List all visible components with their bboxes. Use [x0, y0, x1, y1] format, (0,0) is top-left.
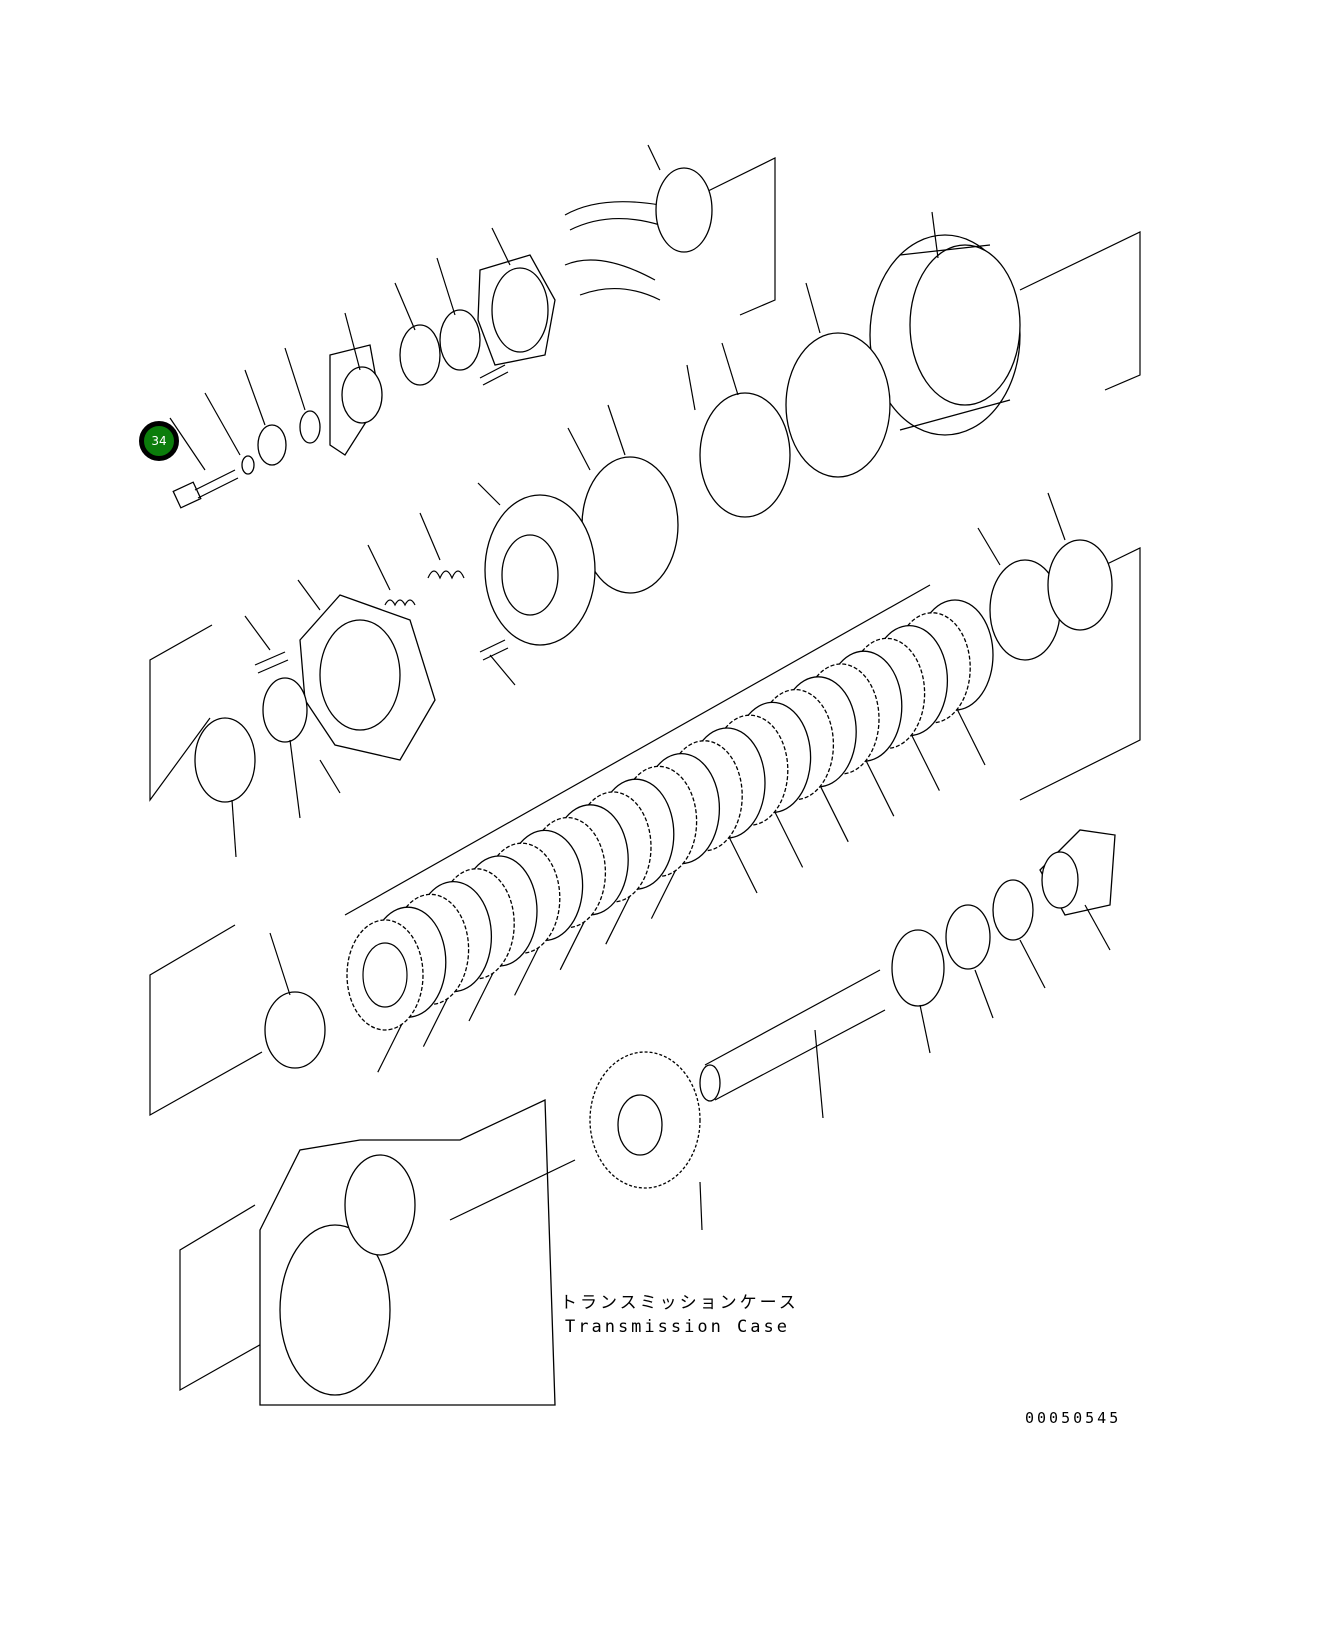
bearing-ring [439, 309, 481, 371]
yoke-lower [1039, 829, 1116, 916]
snap-springs [564, 201, 661, 301]
piston [484, 494, 596, 646]
carrier-housing [299, 594, 436, 761]
leader-line [726, 832, 758, 894]
case-label-en: Transmission Case [565, 1317, 790, 1337]
sleeve-ring [699, 392, 791, 518]
bearing [194, 717, 256, 803]
large-ring [785, 332, 891, 478]
group-bracket-left [149, 624, 213, 802]
bolt-housing [254, 651, 289, 674]
group-bracket-clutch-left [149, 924, 263, 1117]
clutch-disc-bore [362, 942, 408, 1008]
leader-line [772, 807, 804, 868]
seal-lower [992, 879, 1034, 941]
callout-number: 34 [151, 434, 167, 448]
washer [241, 455, 255, 475]
leader-line [863, 755, 895, 817]
spline-hub [264, 991, 326, 1069]
clutch-housing [869, 234, 1021, 436]
bolt [172, 469, 239, 509]
pin [479, 639, 509, 661]
large-o-ring [655, 167, 713, 253]
leader-lines [169, 144, 1111, 1231]
spacer [945, 904, 991, 970]
cylinder-ring [581, 456, 679, 594]
group-bracket-top [699, 157, 776, 316]
group-bracket-housing [1019, 231, 1141, 391]
bearing-lower [891, 929, 945, 1007]
drawing-number: 00050545 [1025, 1409, 1122, 1427]
seal [399, 324, 441, 386]
output-shaft [699, 969, 886, 1102]
leader-line [908, 730, 940, 791]
case-label-jp: トランスミッションケース [560, 1293, 799, 1313]
clutch-disc [346, 919, 424, 1031]
yoke-coupling [329, 344, 383, 456]
transmission-case [259, 1098, 556, 1406]
leader-line [954, 704, 986, 766]
springs [384, 570, 465, 607]
group-bracket-clutch-right [1019, 547, 1141, 801]
gear [589, 1051, 701, 1189]
o-ring [299, 410, 321, 444]
plate-washer [257, 424, 287, 466]
callout-badge-34[interactable]: 34 [139, 421, 179, 461]
group-bracket-case [179, 1204, 296, 1392]
leader-line [817, 781, 849, 843]
bolt-small [479, 364, 509, 386]
clutch-disc-pack [346, 599, 994, 1073]
snap-ring [1047, 539, 1113, 631]
clutch-group-line [344, 584, 931, 916]
retainer-cage [477, 254, 556, 366]
collar [262, 677, 308, 743]
